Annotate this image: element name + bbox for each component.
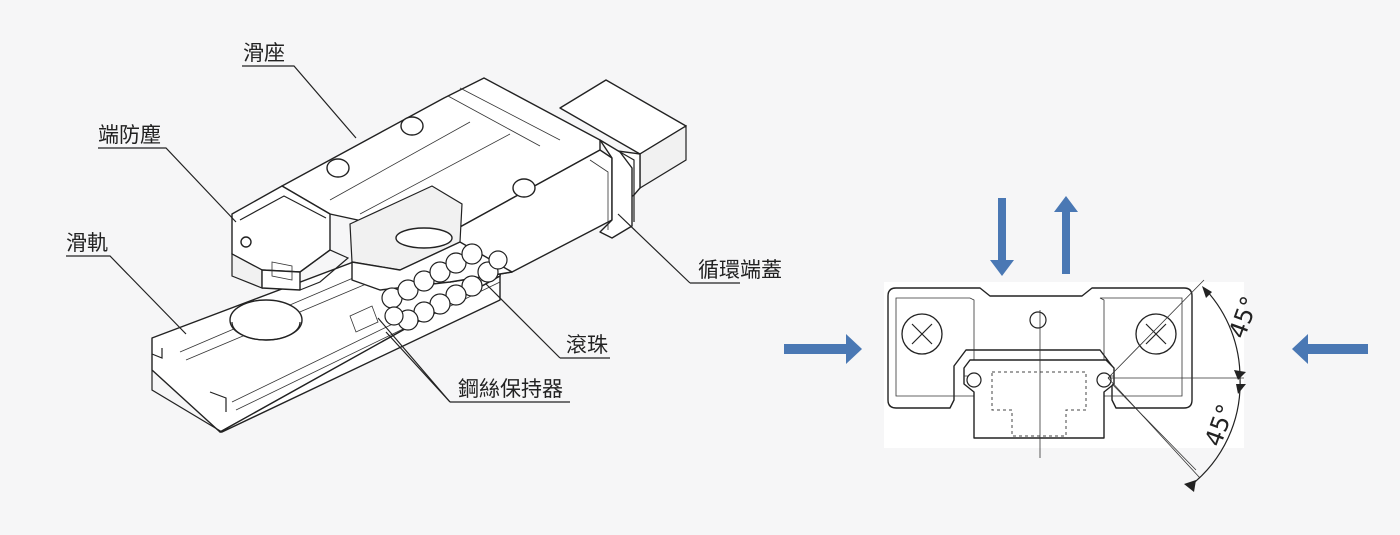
linear-guide-isometric: 滑座 端防塵 滑軌 循環端蓋 滾珠 鋼絲保持器: [66, 41, 782, 433]
recirculation-end-cap: [589, 139, 635, 239]
contact-ball-left: [966, 372, 982, 388]
right-arrow-icon: [784, 334, 862, 364]
screw-left-icon: [901, 313, 943, 355]
end-seal: [231, 185, 350, 291]
lower-angle-arc: [1189, 377, 1241, 487]
grease-hole: [1029, 311, 1047, 329]
up-arrow-icon: [1054, 196, 1078, 274]
rollers-label: 滾珠: [566, 333, 608, 357]
upper-angle-arc: [1205, 289, 1241, 379]
cross-section: 45° 45°: [784, 196, 1368, 492]
screw-right-icon: [1135, 313, 1177, 355]
leader-lines: [66, 65, 740, 403]
down-arrow-icon: [990, 198, 1014, 276]
rail-section: [963, 359, 1115, 439]
ball-chain: [349, 243, 508, 333]
left-arrow-icon: [1292, 334, 1368, 364]
wire-retainer-label: 鋼絲保持器: [458, 377, 563, 401]
contact-ball-right: [1096, 372, 1112, 388]
carriage-label: 滑座: [243, 41, 285, 65]
end-seal-label: 端防塵: [98, 123, 161, 147]
end-cap-label: 循環端蓋: [698, 258, 782, 282]
rail-label: 滑軌: [66, 231, 108, 255]
